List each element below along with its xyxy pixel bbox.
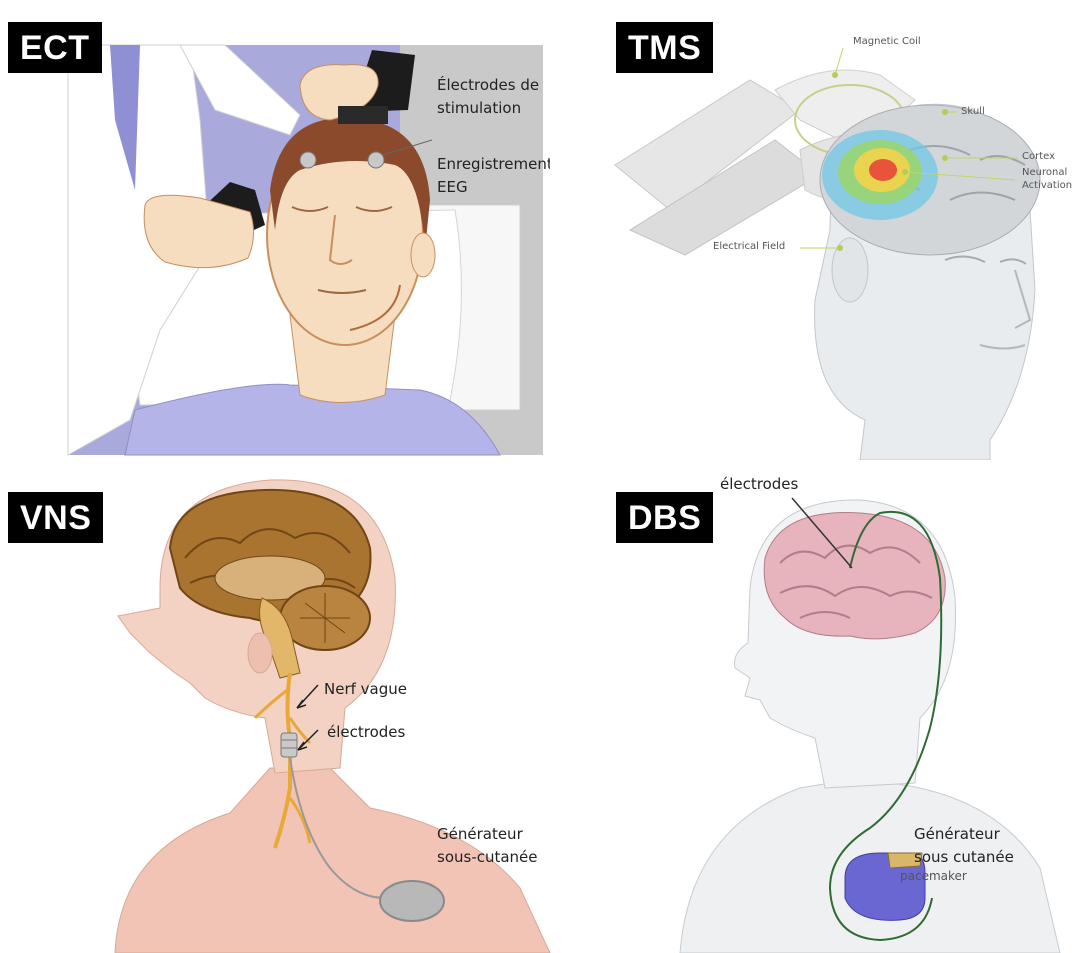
- vns-generator-line1: Générateur: [437, 823, 538, 846]
- ect-badge: ECT: [8, 22, 102, 73]
- tms-magnetic-coil-label: Magnetic Coil: [853, 36, 921, 47]
- ect-eeg-label: Enregistrement EEG: [437, 153, 550, 199]
- vns-generator-label: Générateur sous-cutanée: [437, 823, 538, 869]
- tms-electrical-field-label: Electrical Field: [713, 241, 785, 252]
- ect-stimulation-label: Électrodes de stimulation: [437, 74, 539, 120]
- tms-neuronal-line2: Activation: [1022, 179, 1072, 192]
- vns-nerf-vague-label: Nerf vague: [324, 678, 407, 701]
- tms-cortex-label: Cortex: [1022, 151, 1055, 162]
- ect-eeg-line1: Enregistrement: [437, 153, 550, 176]
- ect-stimulation-line1: Électrodes de: [437, 74, 539, 97]
- vns-electrodes-label: électrodes: [327, 721, 405, 744]
- dbs-generator-line1: Générateur: [914, 823, 1014, 846]
- dbs-generator-label: Générateur sous cutanée: [914, 823, 1014, 869]
- dbs-panel: DBS électrodes Générateur sous cutanée p…: [560, 468, 1087, 953]
- vns-badge: VNS: [8, 492, 103, 543]
- ect-stimulation-line2: stimulation: [437, 97, 539, 120]
- ect-panel: ECT Électrodes de stimulation Enregistre…: [0, 0, 550, 460]
- vns-generator-line2: sous-cutanée: [437, 846, 538, 869]
- tms-neuronal-line1: Neuronal: [1022, 166, 1072, 179]
- ect-eeg-line2: EEG: [437, 176, 550, 199]
- tms-neuronal-activation-label: Neuronal Activation: [1022, 166, 1072, 192]
- tms-skull-label: Skull: [961, 106, 985, 117]
- dbs-pacemaker-label: pacemaker: [900, 869, 967, 883]
- tms-panel: TMS Magnetic Coil Skull Cortex Neuronal …: [560, 0, 1087, 460]
- vns-panel: VNS Nerf vague électrodes Générateur sou…: [0, 468, 560, 953]
- dbs-electrodes-label: électrodes: [720, 473, 798, 496]
- dbs-badge: DBS: [616, 492, 713, 543]
- tms-badge: TMS: [616, 22, 713, 73]
- dbs-generator-line2: sous cutanée: [914, 846, 1014, 869]
